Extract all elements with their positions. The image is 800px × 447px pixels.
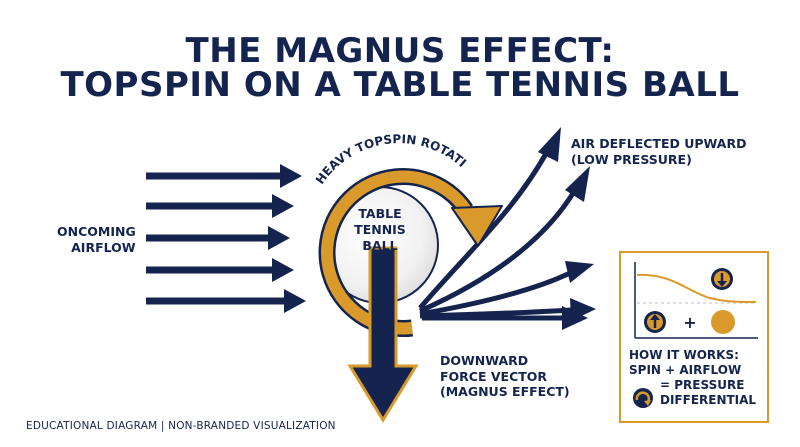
inset-line-1: HOW IT WORKS: [629,348,739,362]
deflected-air-label: AIR DEFLECTED UPWARD (LOW PRESSURE) [571,136,746,167]
down-arrow-icon [347,246,419,423]
right-arrow-icon [146,258,294,282]
footer-caption: EDUCATIONAL DIAGRAM | NON-BRANDED VISUAL… [26,420,336,432]
how-it-works-inset: + HOW IT WORKS: SPIN + AIRFLOW = PRESSUR… [619,251,769,423]
force-vector-label-line-3: (MAGNUS EFFECT) [440,384,570,400]
curved-arrow-icon [318,168,503,338]
force-vector-label: DOWNWARD FORCE VECTOR (MAGNUS EFFECT) [440,353,570,400]
inset-line-3: = PRESSURE [660,378,744,392]
title-line-2: TOPSPIN ON A TABLE TENNIS BALL [60,65,740,105]
inset-line-2: SPIN + AIRFLOW [629,363,741,377]
ball-label-line-1: TABLE [358,206,402,221]
inset-plus-sign: + [683,313,696,332]
oncoming-airflow-label-line-1: ONCOMING [57,224,136,239]
oncoming-airflow-label-line-2: AIRFLOW [71,239,136,255]
right-arrow-icon [146,164,302,188]
deflected-air-label-line-2: (LOW PRESSURE) [571,151,692,167]
rotation-label: HEAVY TOPSPIN ROTATION [0,0,469,187]
inset-airflow-dot [711,310,735,334]
ball-label-line-3: BALL [362,238,398,253]
down-arrow-circle-icon [711,268,733,290]
up-arrow-circle-icon [644,311,666,333]
inset-text: HOW IT WORKS: SPIN + AIRFLOW = PRESSURE … [629,348,756,407]
force-vector-label-line-1: DOWNWARD [440,353,529,368]
deflected-air-label-line-1: AIR DEFLECTED UPWARD [571,136,747,151]
rotate-icon [633,388,653,408]
right-arrow-icon [146,289,306,313]
title-line-1: THE MAGNUS EFFECT: [185,31,615,71]
right-arrow-icon [146,194,294,218]
ball-label-line-2: TENNIS [354,222,406,237]
deflected-air-streamlines [418,127,596,330]
oncoming-airflow-label: ONCOMING AIRFLOW [57,224,136,255]
right-arrow-icon [146,226,290,250]
rotation-label-path: HEAVY TOPSPIN ROTATION [0,0,469,187]
ball-label: TABLE TENNIS BALL [351,206,409,254]
inset-pressure-curve [636,273,757,303]
inset-line-4: DIFFERENTIAL [660,393,756,407]
force-vector-label-line-2: FORCE VECTOR [440,368,548,384]
airflow-arrows [146,164,306,313]
